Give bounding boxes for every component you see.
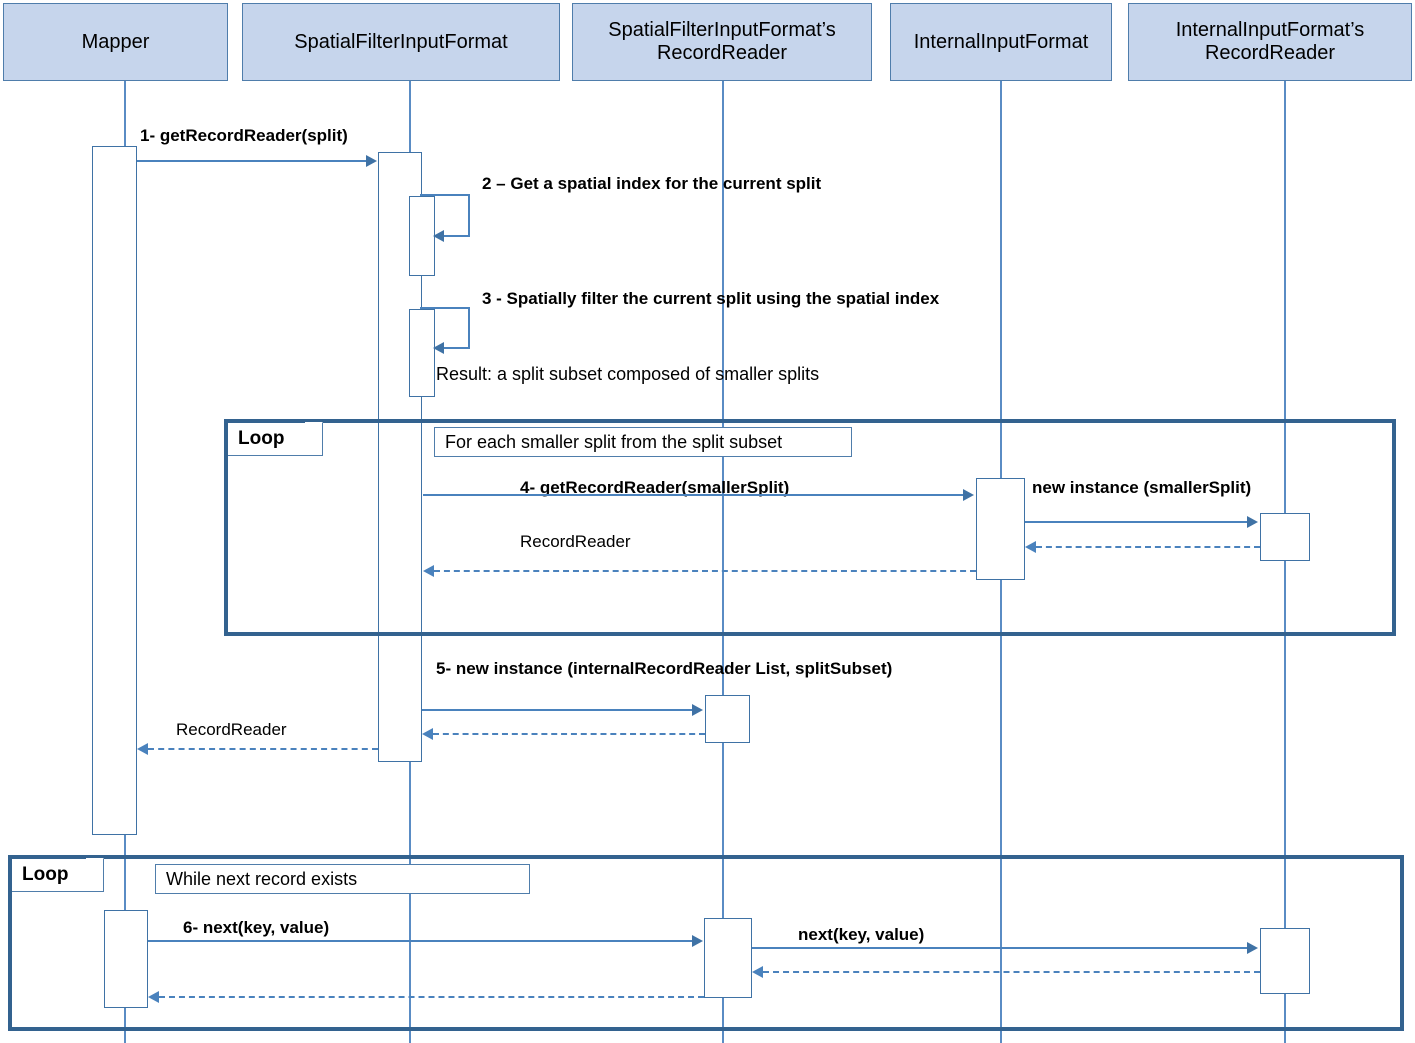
lifeline-spatial-filter-input-format-record-reader [722,81,724,1043]
activation-internal-record-reader-create [1260,513,1310,561]
message-return-spatial-record-reader [433,733,705,735]
fragment-condition-loop-next-record: While next record exists [155,864,530,894]
arrowhead-icon [1247,516,1258,528]
activation-spatial-filter-self-1 [409,196,435,276]
activation-mapper-next [104,910,148,1008]
participant-label: InternalInputFormat’s RecordReader [1175,19,1365,64]
activation-internal-input-format [976,478,1025,580]
participant-spatial-filter-input-format[interactable]: SpatialFilterInputFormat [242,3,560,81]
message-label-get-record-reader: 1- getRecordReader(split) [140,126,348,145]
message-self-top-get-spatial-index [420,194,470,196]
participant-label: InternalInputFormat [913,30,1089,53]
message-label-new-instance-smaller-split: new instance (smallerSplit) [1032,478,1252,497]
fragment-operator-loop-next-record: Loop [12,858,104,892]
arrowhead-icon [692,935,703,947]
participant-mapper[interactable]: Mapper [3,3,228,81]
message-label-next-key-value-2: next(key, value) [798,925,925,944]
activation-spatial-record-reader-create [705,695,750,743]
message-self-top-spatially-filter [420,307,470,309]
message-label-get-spatial-index: 2 – Get a spatial index for the current … [482,174,822,193]
message-label-spatially-filter: 3 - Spatially filter the current split u… [482,289,940,308]
arrowhead-icon [137,743,148,755]
arrowhead-icon [366,155,377,167]
message-self-side-get-spatial-index [468,194,470,236]
message-return-record-reader-1 [434,570,976,572]
message-arrow-next-key-value-1 [148,940,694,942]
participant-internal-input-format[interactable]: InternalInputFormat [890,3,1112,81]
activation-spatial-record-reader-next [704,918,752,998]
arrowhead-icon [423,565,434,577]
participant-label: SpatialFilterInputFormat [294,30,508,53]
arrowhead-icon [433,342,444,354]
participant-label: SpatialFilterInputFormat’s RecordReader [608,19,836,64]
arrowhead-icon [422,728,433,740]
message-arrow-next-key-value-2 [752,947,1249,949]
fragment-condition-loop-split-subset: For each smaller split from the split su… [434,427,852,457]
arrowhead-icon [692,704,703,716]
message-self-side-spatially-filter [468,307,470,348]
message-return-next-key-value-2 [763,971,1260,973]
message-arrow-get-record-reader [137,160,369,162]
message-label-next-key-value-1: 6- next(key, value) [183,918,330,937]
arrowhead-icon [148,991,159,1003]
participant-spatial-filter-input-format-record-reader[interactable]: SpatialFilterInputFormat’s RecordReader [572,3,872,81]
arrowhead-icon [1025,541,1036,553]
message-label-record-reader-return-1: RecordReader [520,532,631,551]
arrowhead-icon [1247,942,1258,954]
message-label-get-record-reader-smaller-split: 4- getRecordReader(smallerSplit) [520,478,790,497]
message-label-new-instance-record-reader: 5- new instance (internalRecordReader Li… [436,659,893,678]
arrowhead-icon [433,230,444,242]
message-label-record-reader-return-2: RecordReader [176,720,287,739]
participant-internal-input-format-record-reader[interactable]: InternalInputFormat’s RecordReader [1128,3,1412,81]
arrowhead-icon [963,489,974,501]
fragment-operator-loop-split-subset: Loop [228,422,323,456]
activation-mapper-main [92,146,137,835]
activation-spatial-filter-self-2 [409,309,435,397]
message-return-next-key-value-1 [159,996,704,998]
message-arrow-new-instance-record-reader [422,709,694,711]
message-arrow-get-record-reader-smaller-split [423,494,965,496]
arrowhead-icon [752,966,763,978]
message-self-bottom-spatially-filter [444,347,470,349]
activation-internal-record-reader-next [1260,928,1310,994]
participant-label: Mapper [81,30,150,53]
message-arrow-new-instance-smaller-split [1025,521,1249,523]
message-return-record-reader-2 [148,748,378,750]
message-return-internal-record-reader [1036,546,1260,548]
message-self-bottom-get-spatial-index [444,235,470,237]
lifeline-internal-input-format-record-reader [1284,81,1286,1043]
note-result: Result: a split subset composed of small… [436,364,820,384]
